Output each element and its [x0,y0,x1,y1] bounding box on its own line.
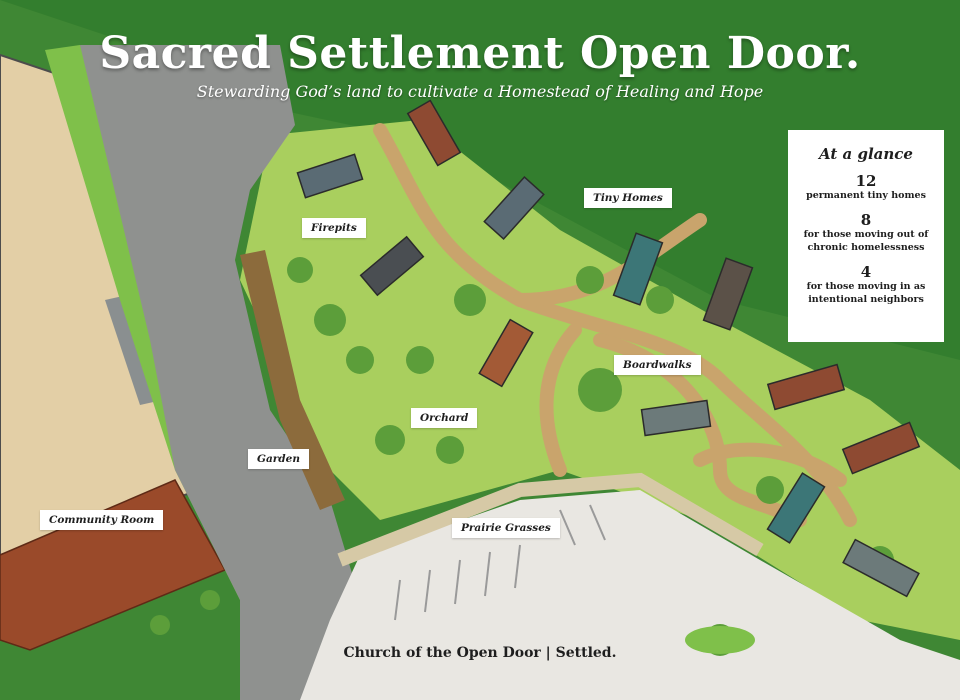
tiny-home [640,399,712,437]
tiny-home [612,232,664,306]
tiny-homes [296,99,921,598]
stat-description: intentional neighbors [808,294,924,305]
tiny-home [359,235,425,297]
tiny-home [483,175,545,241]
map-title: Sacred Settlement Open Door. [99,28,861,79]
stat-value: 12 [855,172,877,190]
map-subtitle: Stewarding God’s land to cultivate a Hom… [196,82,764,101]
garden-beds [240,250,345,510]
label-garden: Garden [248,449,309,469]
stat-description: permanent tiny homes [806,190,926,201]
map-footer: Church of the Open Door | Settled. [343,645,617,661]
stat-description: for those moving out of [803,229,929,240]
tiny-home [842,538,920,598]
tiny-home [766,363,846,411]
tiny-home [406,99,462,167]
parking-stripes [394,504,606,621]
stat-description: for those moving in as [806,281,926,292]
community-room-roof [0,479,227,651]
at-a-glance-panel: At a glance 12 permanent tiny homes 8 fo… [788,130,944,342]
parking-curb [337,472,764,567]
label-tiny-homes: Tiny Homes [584,188,672,208]
stat-description: chronic homelessness [807,242,925,253]
tiny-home [766,472,826,544]
label-boardwalks: Boardwalks [614,355,701,375]
tiny-home [296,153,364,199]
parking-lot [300,490,960,700]
label-community-room: Community Room [40,510,164,530]
parking-island [685,626,755,654]
label-orchard: Orchard [411,408,478,428]
road [80,45,360,700]
label-firepits: Firepits [302,218,366,238]
stat-value: 4 [860,263,872,281]
label-prairie-grasses: Prairie Grasses [452,518,560,538]
stat-value: 8 [860,211,872,229]
tiny-home [478,318,534,388]
glance-title: At a glance [819,145,913,163]
tiny-home [702,257,754,331]
tiny-home [841,421,921,475]
